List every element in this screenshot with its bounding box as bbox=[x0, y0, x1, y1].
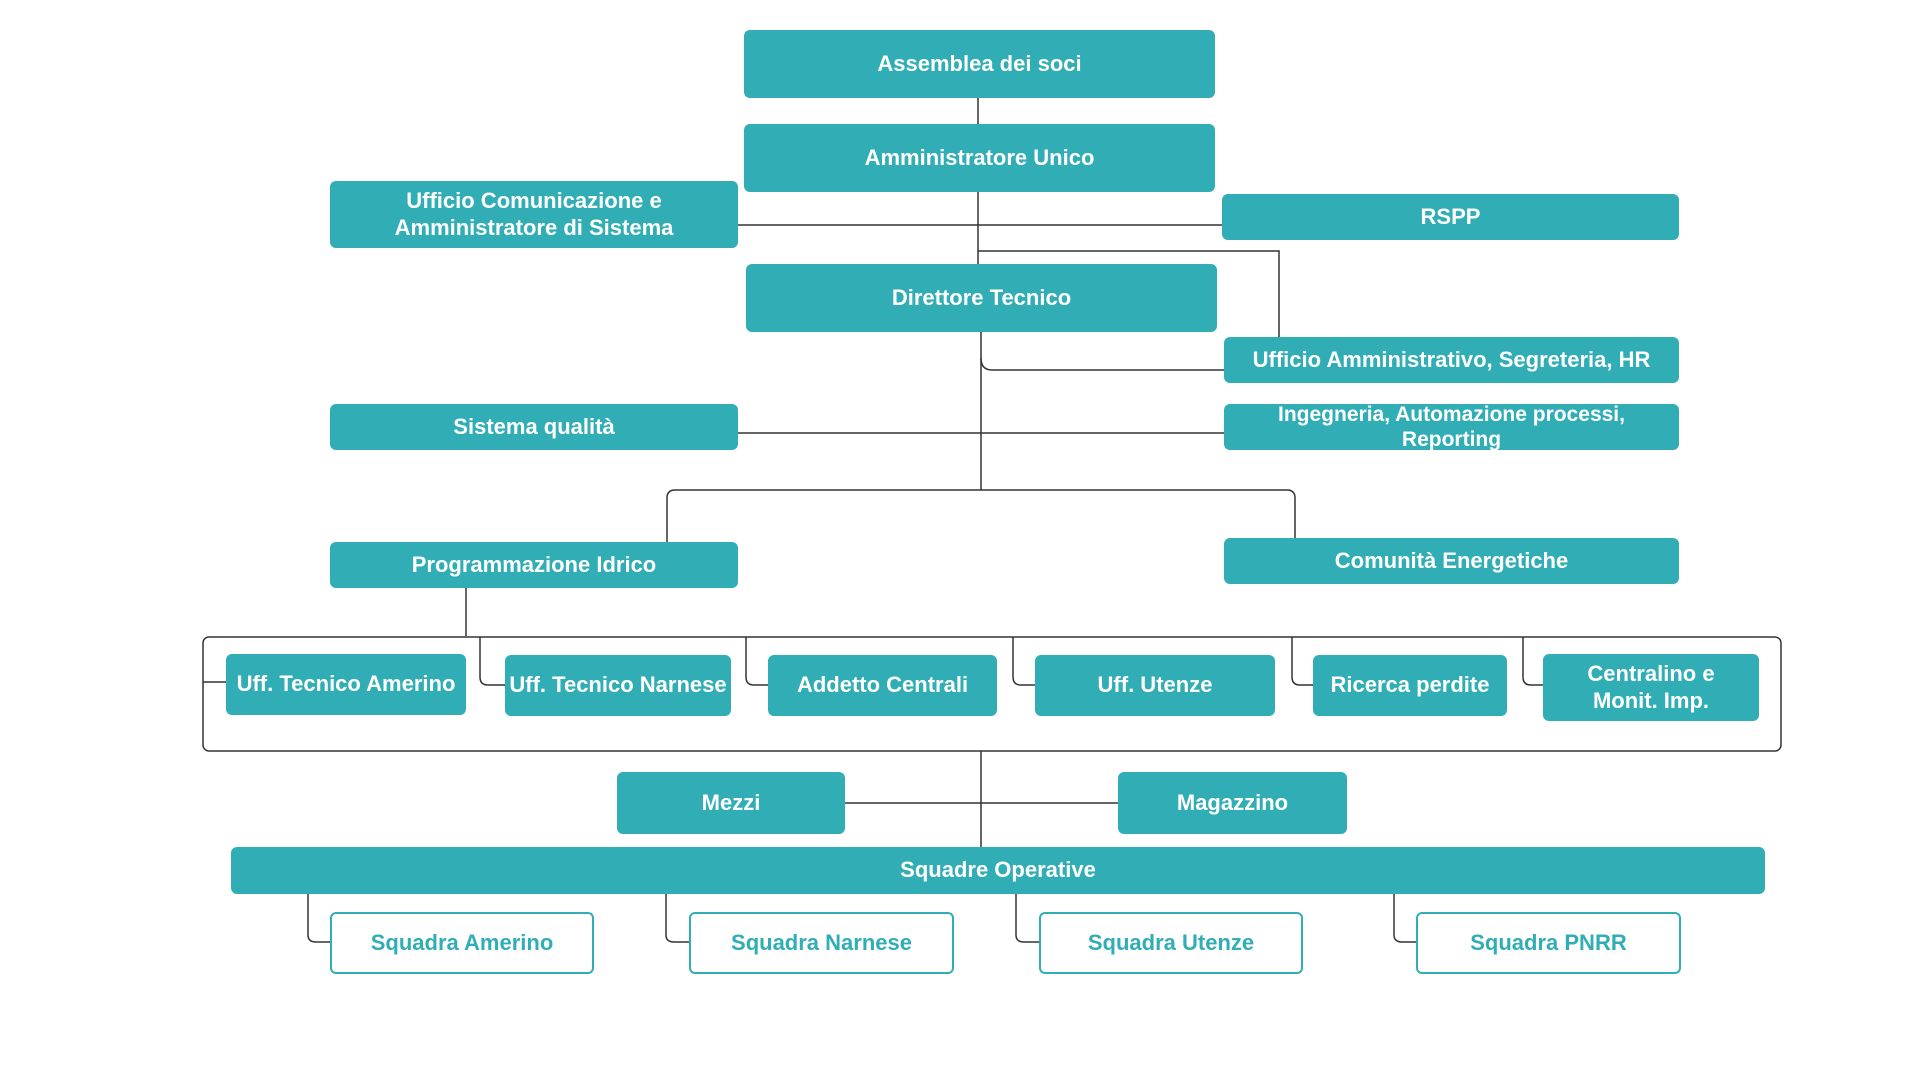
node-squadra-utenze: Squadra Utenze bbox=[1039, 912, 1303, 974]
node-magazzino: Magazzino bbox=[1118, 772, 1347, 834]
node-squadra-amerino: Squadra Amerino bbox=[330, 912, 594, 974]
node-amministratore-unico: Amministratore Unico bbox=[744, 124, 1215, 192]
node-ufficio-amministrativo: Ufficio Amministrativo, Segreteria, HR bbox=[1224, 337, 1679, 383]
node-squadra-pnrr: Squadra PNRR bbox=[1416, 912, 1681, 974]
node-mezzi: Mezzi bbox=[617, 772, 845, 834]
node-direttore-tecnico: Direttore Tecnico bbox=[746, 264, 1217, 332]
connector-direttore-ufficio-amm bbox=[980, 357, 1224, 371]
node-uff-utenze: Uff. Utenze bbox=[1035, 655, 1275, 716]
node-sistema-qualita: Sistema qualità bbox=[330, 404, 738, 450]
node-ufficio-comunicazione: Ufficio Comunicazione e Amministratore d… bbox=[330, 181, 738, 248]
node-ricerca-perdite: Ricerca perdite bbox=[1313, 655, 1507, 716]
node-centralino: Centralino e Monit. Imp. bbox=[1543, 654, 1759, 721]
connector-split bbox=[666, 489, 1296, 542]
node-squadra-narnese: Squadra Narnese bbox=[689, 912, 954, 974]
node-rspp: RSPP bbox=[1222, 194, 1679, 240]
node-comunita-energetiche: Comunità Energetiche bbox=[1224, 538, 1679, 584]
node-uff-tecnico-narnese: Uff. Tecnico Narnese bbox=[505, 655, 731, 716]
node-ingegneria: Ingegneria, Automazione processi, Report… bbox=[1224, 403, 1679, 451]
node-assemblea: Assemblea dei soci bbox=[744, 30, 1215, 98]
node-programmazione-idrico: Programmazione Idrico bbox=[330, 542, 738, 588]
node-squadre-operative: Squadre Operative bbox=[231, 847, 1765, 894]
node-uff-tecnico-amerino: Uff. Tecnico Amerino bbox=[226, 654, 466, 715]
node-addetto-centrali: Addetto Centrali bbox=[768, 655, 997, 716]
